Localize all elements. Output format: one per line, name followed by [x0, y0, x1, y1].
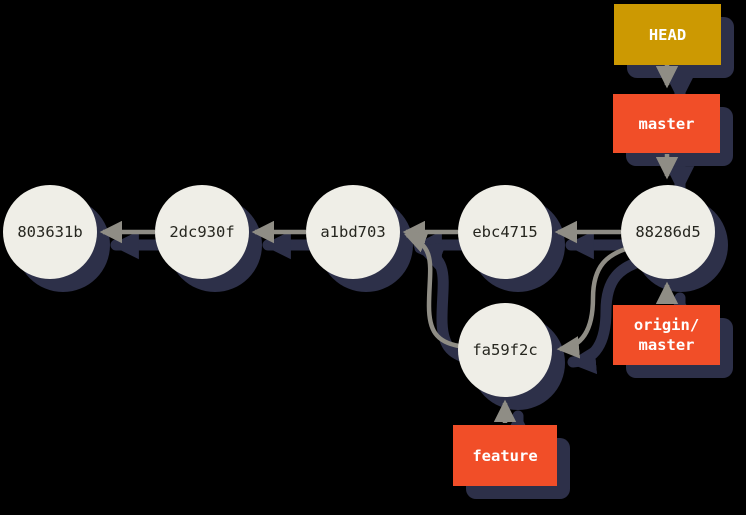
commit-node-a1bd703: a1bd703 — [306, 185, 400, 279]
ref-label-line2: master — [638, 336, 695, 354]
commit-node-88286d5: 88286d5 — [621, 185, 715, 279]
ref-label: HEAD — [648, 25, 687, 44]
commit-node-803631b: 803631b — [3, 185, 97, 279]
head-ref-box: HEAD — [614, 4, 721, 65]
commit-node-2dc930f: 2dc930f — [155, 185, 249, 279]
commit-hash: a1bd703 — [320, 223, 386, 241]
edge-88286d5-to-fa59f2c — [556, 243, 639, 359]
commit-hash: fa59f2c — [472, 341, 538, 359]
commit-hash: ebc4715 — [472, 223, 538, 241]
commit-node-ebc4715: ebc4715 — [458, 185, 552, 279]
origin-master-branch-box: origin/ master — [613, 305, 720, 365]
ref-label: master — [638, 114, 695, 133]
commit-hash: 2dc930f — [169, 223, 235, 241]
commit-node-fa59f2c: fa59f2c — [458, 303, 552, 397]
master-branch-box: master — [613, 94, 720, 153]
feature-branch-box: feature — [453, 425, 557, 486]
edge-fa59f2c-to-a1bd703 — [403, 231, 460, 349]
ref-label: feature — [472, 446, 538, 465]
commit-hash: 88286d5 — [635, 223, 701, 241]
commit-hash: 803631b — [17, 223, 83, 241]
ref-label-line1: origin/ — [633, 316, 700, 334]
arrow-layer — [99, 65, 679, 423]
